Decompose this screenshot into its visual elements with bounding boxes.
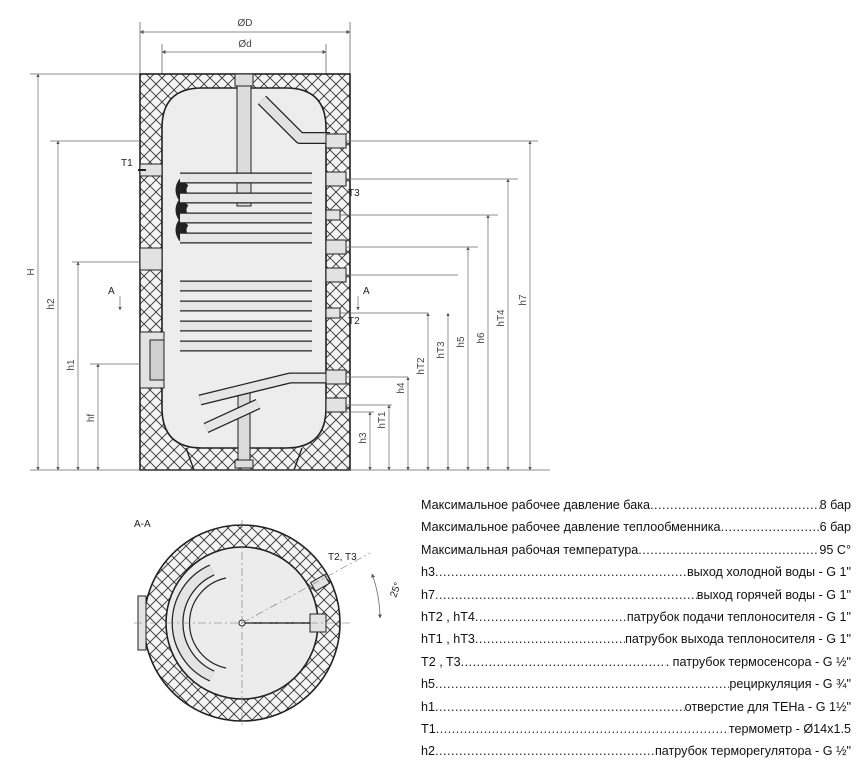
spec-row: h2 патрубок терморегулятора - G ½" [421, 740, 851, 762]
spec-row: T2 , T3 . патрубок термосенсора - G ½" [421, 651, 851, 673]
spec-leader-dots [435, 696, 685, 718]
dim-label-h3: h3 [358, 432, 369, 444]
spec-leader-dots [435, 561, 687, 583]
spec-value: термометр - Ø14x1.5 [728, 721, 851, 736]
spec-value: выход горячей воды - G 1" [696, 587, 851, 602]
dim-label-h6: h6 [476, 332, 487, 344]
spec-row: Максимальная рабочая температура 95 С° [421, 539, 851, 561]
spec-list: Максимальное рабочее давление бака8 барМ… [421, 494, 851, 763]
spec-value: выход холодной воды - G 1" [686, 565, 851, 580]
dim-label-hT4: hT4 [496, 309, 507, 327]
spec-row: hT2 , hT4 патрубок подачи теплоносителя -… [421, 606, 851, 628]
spec-key: hT2 , hT4 [421, 609, 475, 624]
spec-key: h7 [421, 587, 436, 602]
inner-diameter-label: Ød [238, 39, 251, 50]
spec-leader-dots [721, 516, 820, 538]
label-section-right: A [363, 286, 370, 297]
spec-leader-dots [475, 606, 627, 628]
spec-row: Максимальное рабочее давление теплообмен… [421, 516, 851, 538]
height-dimensions [30, 73, 550, 471]
spec-row: h5 рециркуляция - G ¾" [421, 673, 851, 695]
tank-front-view [138, 73, 351, 471]
spec-row: T1 термометр - Ø14x1.5 [421, 718, 851, 740]
spec-value: отверстие для ТЕНа - G 1½" [684, 699, 851, 714]
spec-leader-dots [461, 651, 666, 673]
label-sensor-angle: 25° [388, 581, 404, 599]
spec-leader-dots [435, 673, 729, 695]
dim-label-hf: hf [86, 414, 97, 423]
tank-section-view [134, 520, 382, 728]
diameter-dimensions [139, 22, 351, 88]
spec-value: 6 бар [819, 520, 851, 535]
dim-label-H: H [26, 268, 37, 275]
spec-key: hT1 , hT3 [421, 632, 475, 647]
dim-label-h4: h4 [396, 382, 407, 394]
spec-leader-dots [638, 539, 819, 561]
spec-key: Максимальная рабочая температура [421, 542, 639, 557]
dim-label-hT2: hT2 [416, 357, 427, 375]
spec-leader-dots [650, 494, 820, 516]
spec-row: h1 отверстие для ТЕНа - G 1½" [421, 696, 851, 718]
spec-value: рециркуляция - G ¾" [729, 677, 851, 692]
spec-key: T2 , T3 [421, 654, 461, 669]
spec-row: h7 выход горячей воды - G 1" [421, 584, 851, 606]
spec-value: патрубок подачи теплоносителя - G 1" [626, 609, 851, 624]
section-view-label: A-A [134, 519, 151, 530]
dim-label-h2: h2 [46, 298, 57, 310]
spec-key: h2 [421, 744, 436, 759]
spec-key: Максимальное рабочее давление теплообмен… [421, 520, 721, 535]
spec-value: патрубок выхода теплоносителя - G 1" [625, 632, 851, 647]
label-t2: T2 [348, 316, 360, 327]
spec-key: h5 [421, 677, 436, 692]
label-section-left: A [108, 286, 115, 297]
spec-key: Максимальное рабочее давление бака [421, 498, 650, 512]
spec-leader-dots [436, 718, 729, 740]
dim-label-h1: h1 [66, 359, 77, 371]
spec-value: . патрубок термосенсора - G ½" [665, 654, 851, 669]
spec-row: hT1 , hT3 патрубок выхода теплоносителя -… [421, 628, 851, 650]
dim-label-hT1: hT1 [377, 411, 388, 429]
spec-leader-dots [435, 584, 697, 606]
outer-diameter-label: ØD [238, 18, 253, 29]
spec-key: h3 [421, 565, 436, 580]
spec-value: 8 бар [819, 498, 851, 512]
spec-row: h3 выход холодной воды - G 1" [421, 561, 851, 583]
spec-leader-dots [435, 740, 655, 762]
dim-label-h5: h5 [456, 336, 467, 348]
dim-label-hT3: hT3 [436, 341, 447, 359]
spec-key: h1 [421, 699, 436, 714]
spec-value: 95 С° [819, 542, 851, 557]
label-t3: T3 [348, 188, 360, 199]
spec-value: патрубок терморегулятора - G ½" [654, 744, 851, 759]
spec-key: T1 [421, 721, 436, 736]
spec-leader-dots [475, 628, 625, 650]
spec-row: Максимальное рабочее давление бака 8 бар [421, 494, 851, 516]
dim-label-h7: h7 [518, 294, 529, 306]
label-t1: T1 [121, 158, 133, 169]
label-sensor-pair: T2, T3 [328, 552, 357, 563]
